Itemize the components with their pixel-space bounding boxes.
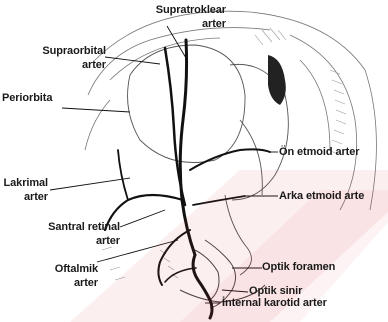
label-supraorbital-line2: arter — [14, 60, 106, 71]
label-supraorbital: Supraorbital arter — [14, 46, 106, 71]
label-oftalmik-line2: arter — [40, 278, 98, 289]
label-supraorbital-line1: Supraorbital — [14, 46, 106, 57]
label-lakrimal: Lakrimal arter — [0, 178, 48, 203]
label-optik-foramen: Optik foramen — [262, 262, 335, 273]
label-lakrimal-line2: arter — [0, 192, 48, 203]
label-on-etmoid: Ön etmoid arter — [279, 147, 359, 158]
label-santral-line1: Santral retinal — [24, 222, 120, 233]
label-internal-karotid: İnternal karotid arter — [222, 298, 327, 309]
dark-tissue-mass — [268, 55, 286, 105]
label-supratroklear: Supratroklear arter — [120, 5, 226, 30]
label-supratroklear-line1: Supratroklear — [120, 5, 226, 16]
label-oftalmik-line1: Oftalmik — [40, 264, 98, 275]
label-periorbita: Periorbita — [2, 93, 52, 104]
label-lakrimal-line1: Lakrimal — [0, 178, 48, 189]
label-optik-sinir: Optik sinir — [249, 286, 302, 297]
label-oftalmik: Oftalmik arter — [40, 264, 98, 289]
label-santral-line2: arter — [24, 236, 120, 247]
label-santral-retinal: Santral retinal arter — [24, 222, 120, 247]
label-arka-etmoid: Arka etmoid arte — [279, 191, 364, 202]
artery-tree — [105, 40, 270, 318]
label-supratroklear-line2: arter — [120, 19, 226, 30]
